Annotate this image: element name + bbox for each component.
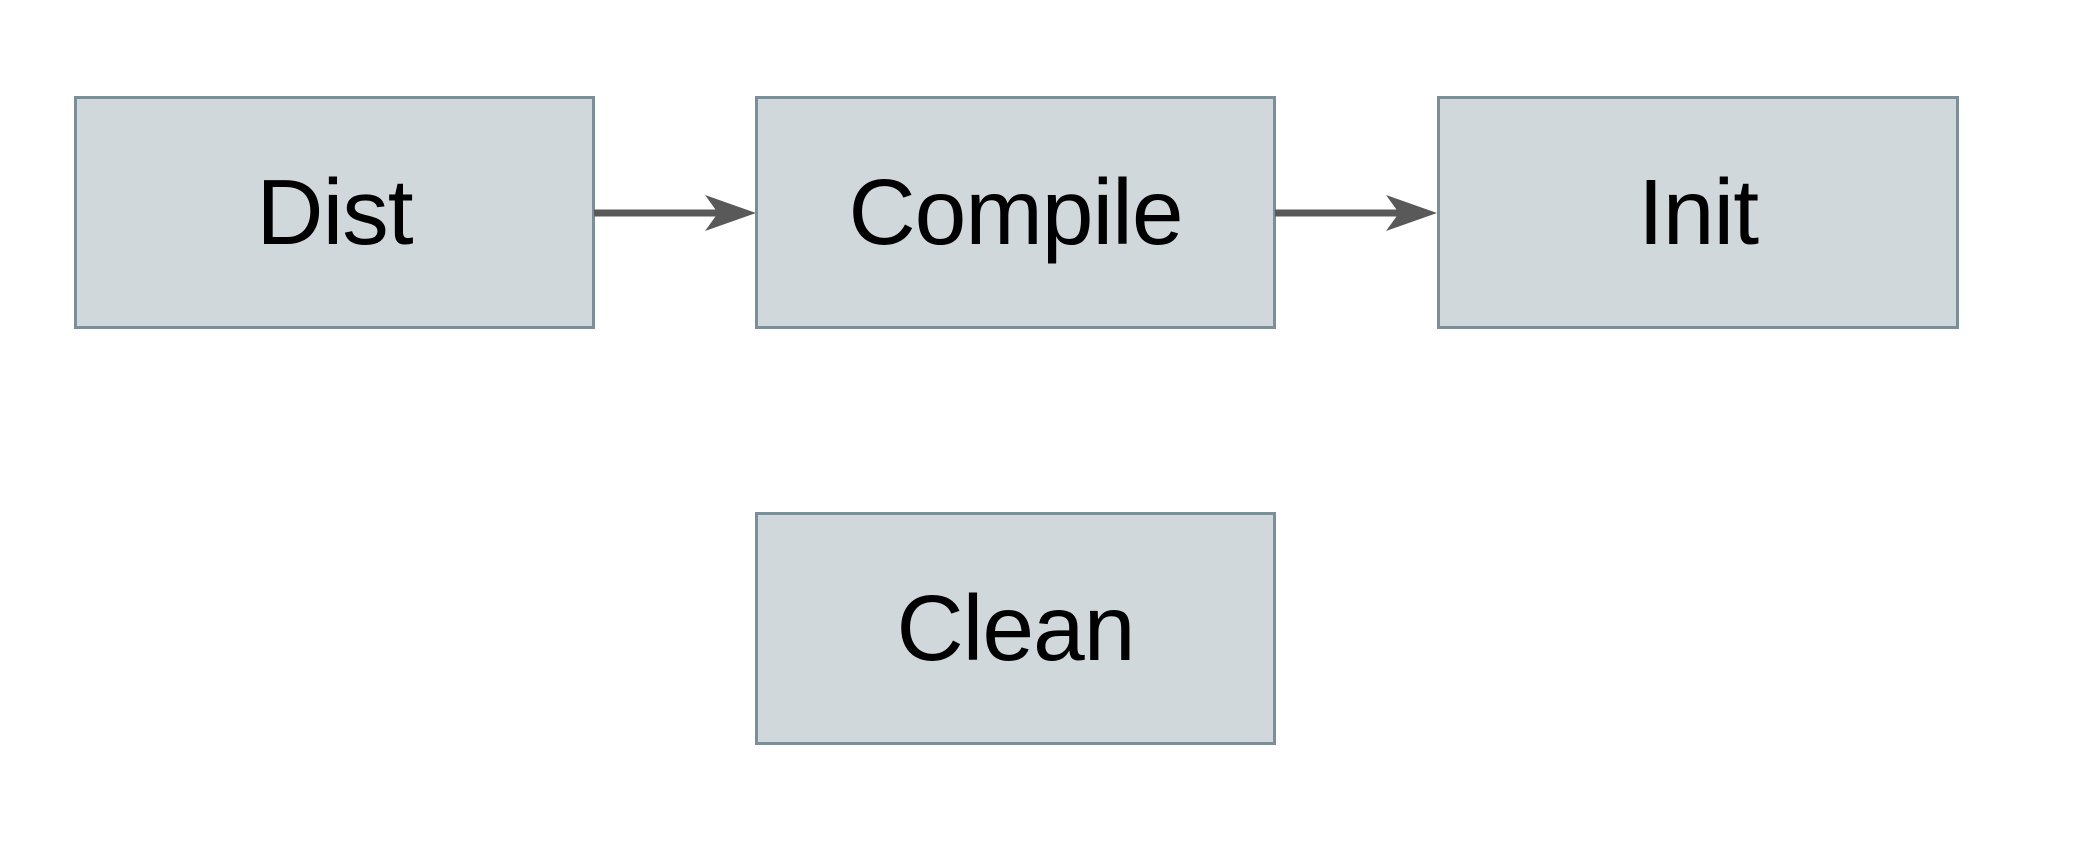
node-label-dist: Dist <box>256 160 413 264</box>
flow-node-compile: Compile <box>755 96 1276 329</box>
arrow-dist-to-compile <box>594 191 756 235</box>
flow-node-clean: Clean <box>755 512 1276 745</box>
right-arrow-icon <box>1275 195 1437 231</box>
node-label-init: Init <box>1637 160 1759 264</box>
node-label-clean: Clean <box>896 576 1136 680</box>
arrow-compile-to-init <box>1275 191 1437 235</box>
right-arrow-icon <box>594 195 756 231</box>
flow-node-dist: Dist <box>74 96 595 329</box>
flow-node-init: Init <box>1437 96 1959 329</box>
node-label-compile: Compile <box>848 160 1183 264</box>
